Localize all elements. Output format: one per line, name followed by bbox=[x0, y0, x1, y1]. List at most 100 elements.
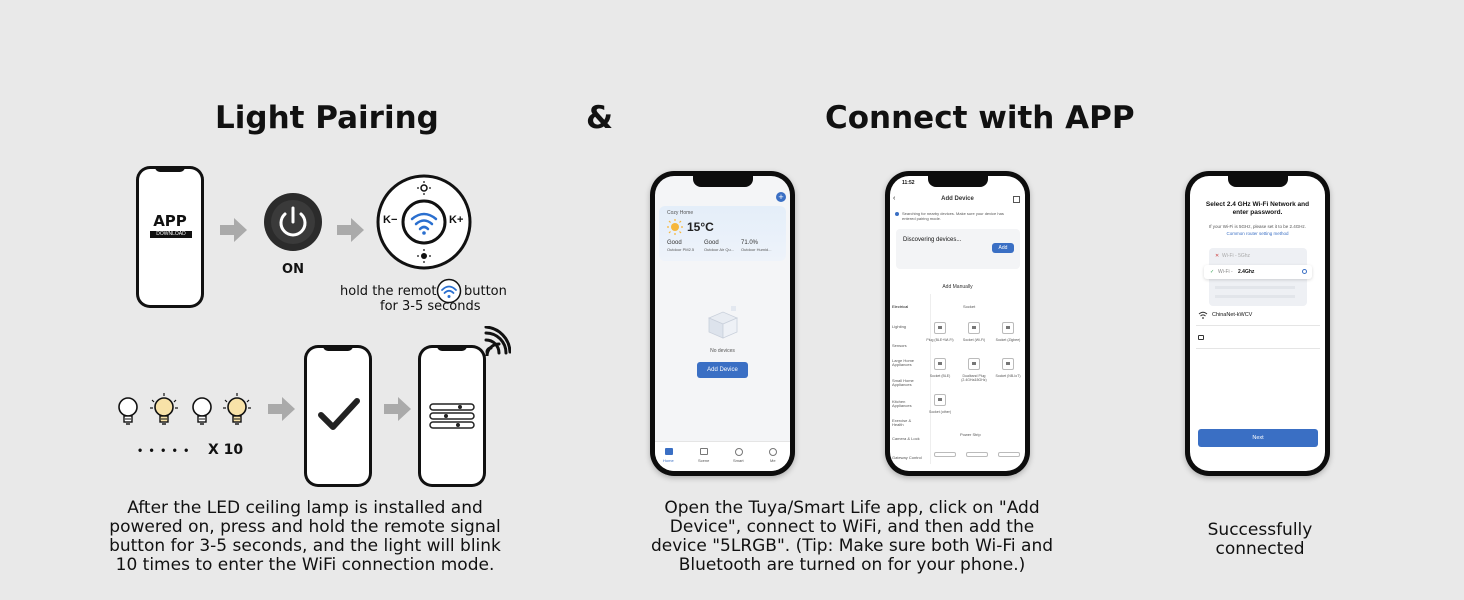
tab-me[interactable]: Me bbox=[770, 458, 776, 463]
sun-icon bbox=[667, 219, 683, 235]
hold-instruction-line1: hold the remote bbox=[340, 284, 445, 299]
sliders-icon bbox=[429, 403, 475, 429]
category-item[interactable]: Large Home Appliances bbox=[892, 358, 915, 367]
smart-tab-icon[interactable] bbox=[735, 448, 743, 456]
socket-icon[interactable] bbox=[1002, 358, 1014, 370]
category-item[interactable]: Sensors bbox=[892, 343, 907, 348]
download-badge: DOWNLOAD bbox=[150, 231, 192, 238]
hold-instruction-button: button bbox=[464, 284, 507, 299]
k-plus-label: K+ bbox=[449, 214, 464, 226]
no-devices-text: No devices bbox=[710, 348, 735, 354]
category-item[interactable]: Small Home Appliances bbox=[892, 378, 914, 387]
status-time: 11:52 bbox=[902, 180, 915, 186]
power-strip-icon[interactable] bbox=[998, 452, 1020, 457]
check-icon: ✓ bbox=[1210, 269, 1215, 275]
wifi-title-line2: enter password. bbox=[1232, 209, 1283, 216]
device-item-label: Dualband Plug (2.4GHz&5GHz) bbox=[961, 374, 987, 382]
add-device-button[interactable]: Add Device bbox=[697, 362, 748, 378]
arrow-right-icon bbox=[337, 218, 364, 242]
arrow-right-icon bbox=[220, 218, 247, 242]
wifi-5g-option: Wi-Fi - 5Ghz bbox=[1222, 253, 1251, 259]
device-item-label: Socket (NB-IoT) bbox=[995, 374, 1021, 378]
discovering-card: Discovering devices... Add bbox=[896, 229, 1020, 269]
blink-dots: • • • • • bbox=[138, 443, 191, 457]
tab-scene[interactable]: Scene bbox=[698, 458, 710, 463]
stat-value: 71.0% bbox=[741, 240, 759, 246]
info-icon[interactable] bbox=[1302, 269, 1307, 274]
category-item[interactable]: Lighting bbox=[892, 324, 907, 329]
next-button[interactable]: Next bbox=[1198, 429, 1318, 447]
left-description: After the LED ceiling lamp is installed … bbox=[109, 498, 501, 575]
connecting-phone-illustration bbox=[418, 345, 486, 487]
add-plus-icon[interactable]: + bbox=[776, 192, 786, 202]
router-setting-link[interactable]: Common router setting method bbox=[1226, 231, 1289, 236]
paired-phone-illustration bbox=[304, 345, 372, 487]
k-minus-label: K− bbox=[383, 214, 398, 226]
category-item[interactable]: Kitchen Appliances bbox=[892, 399, 912, 408]
searching-text: Searching for nearby devices. Make sure … bbox=[902, 211, 1004, 221]
tab-home[interactable]: Home bbox=[663, 458, 674, 463]
wifi-24g-option[interactable]: ✓ Wi-Fi - 2.4Ghz bbox=[1204, 265, 1312, 279]
category-item[interactable]: Electrical bbox=[892, 304, 909, 309]
wifi-24g-prefix: Wi-Fi - bbox=[1218, 269, 1233, 275]
wifi-hint: If your Wi-Fi is 5GHz, please set it to … bbox=[1208, 224, 1307, 229]
home-tab-icon[interactable] bbox=[665, 448, 673, 455]
device-item-label: Socket (BLE) bbox=[929, 374, 951, 378]
back-icon[interactable]: ‹ bbox=[893, 195, 896, 202]
stat-label: Outdoor Air Qu... bbox=[704, 247, 735, 252]
app-label: APP bbox=[153, 212, 187, 230]
middle-description: Open the Tuya/Smart Life app, click on "… bbox=[650, 498, 1054, 575]
add-manually-title: Add Manually bbox=[942, 284, 973, 290]
power-strip-icon[interactable] bbox=[966, 452, 988, 457]
scan-icon[interactable] bbox=[1013, 196, 1020, 203]
checkmark-icon bbox=[318, 398, 360, 430]
socket-icon[interactable] bbox=[934, 394, 946, 406]
stat-value: Good bbox=[704, 240, 719, 246]
bluetooth-icon bbox=[895, 212, 899, 216]
phone-add-device: 11:52 ‹ Add Device Searching for nearby … bbox=[885, 171, 1030, 476]
phone-home-screen: + Cozy Home 15°C Good Outdoor PM2.5 Good… bbox=[650, 171, 795, 476]
device-item-label: Socket (other) bbox=[929, 410, 951, 414]
remote-illustration: K− K+ bbox=[376, 174, 472, 270]
title-ampersand: & bbox=[586, 100, 614, 136]
wifi-title-line1: Select 2.4 GHz Wi-Fi Network and bbox=[1205, 201, 1310, 208]
socket-icon[interactable] bbox=[968, 322, 980, 334]
lock-icon bbox=[1198, 335, 1204, 340]
category-item[interactable]: Gateway Control bbox=[892, 455, 922, 460]
power-strip-icon[interactable] bbox=[934, 452, 956, 457]
wifi-24g-band: 2.4Ghz bbox=[1238, 269, 1255, 275]
power-button-icon bbox=[264, 193, 322, 251]
add-device-title: Add Device bbox=[941, 196, 974, 202]
wifi-icon bbox=[1198, 311, 1208, 319]
socket-icon[interactable] bbox=[968, 358, 980, 370]
stat-label: Outdoor PM2.5 bbox=[667, 247, 695, 252]
cross-icon: ✕ bbox=[1215, 253, 1220, 259]
right-description: Successfully connected bbox=[1207, 520, 1313, 559]
network-name[interactable]: ChinaNet-kWCV bbox=[1212, 312, 1253, 318]
home-name: Cozy Home bbox=[667, 210, 694, 216]
socket-icon[interactable] bbox=[934, 358, 946, 370]
wifi-signal-icon bbox=[484, 326, 511, 356]
category-item[interactable]: Camera & Lock bbox=[892, 436, 920, 441]
section-power-strip: Power Strip bbox=[960, 432, 981, 437]
empty-box-icon bbox=[707, 306, 739, 339]
me-tab-icon[interactable] bbox=[769, 448, 777, 456]
arrow-right-icon bbox=[384, 397, 411, 421]
bottom-tab-bar: Home Scene Smart Me bbox=[655, 441, 790, 471]
section-socket: Socket bbox=[963, 304, 976, 309]
socket-icon[interactable] bbox=[1002, 322, 1014, 334]
scene-tab-icon[interactable] bbox=[700, 448, 708, 455]
stat-value: Good bbox=[667, 240, 682, 246]
device-item-label: Socket (Zigbee) bbox=[995, 338, 1021, 342]
phone-wifi-select: Select 2.4 GHz Wi-Fi Network and enter p… bbox=[1185, 171, 1330, 476]
weather-card: Cozy Home 15°C Good Outdoor PM2.5 Good O… bbox=[659, 206, 786, 261]
category-item[interactable]: Exercise & Health bbox=[892, 418, 912, 427]
wifi-button-icon bbox=[436, 278, 462, 304]
device-item-label: Socket (Wi-Fi) bbox=[962, 338, 986, 342]
socket-icon[interactable] bbox=[934, 322, 946, 334]
title-connect-app: Connect with APP bbox=[825, 100, 1135, 136]
tab-smart[interactable]: Smart bbox=[733, 458, 744, 463]
add-button[interactable]: Add bbox=[992, 243, 1014, 253]
on-label: ON bbox=[282, 262, 304, 277]
wifi-band-panel: ✕ Wi-Fi - 5Ghz ✓ Wi-Fi - 2.4Ghz bbox=[1204, 248, 1312, 306]
